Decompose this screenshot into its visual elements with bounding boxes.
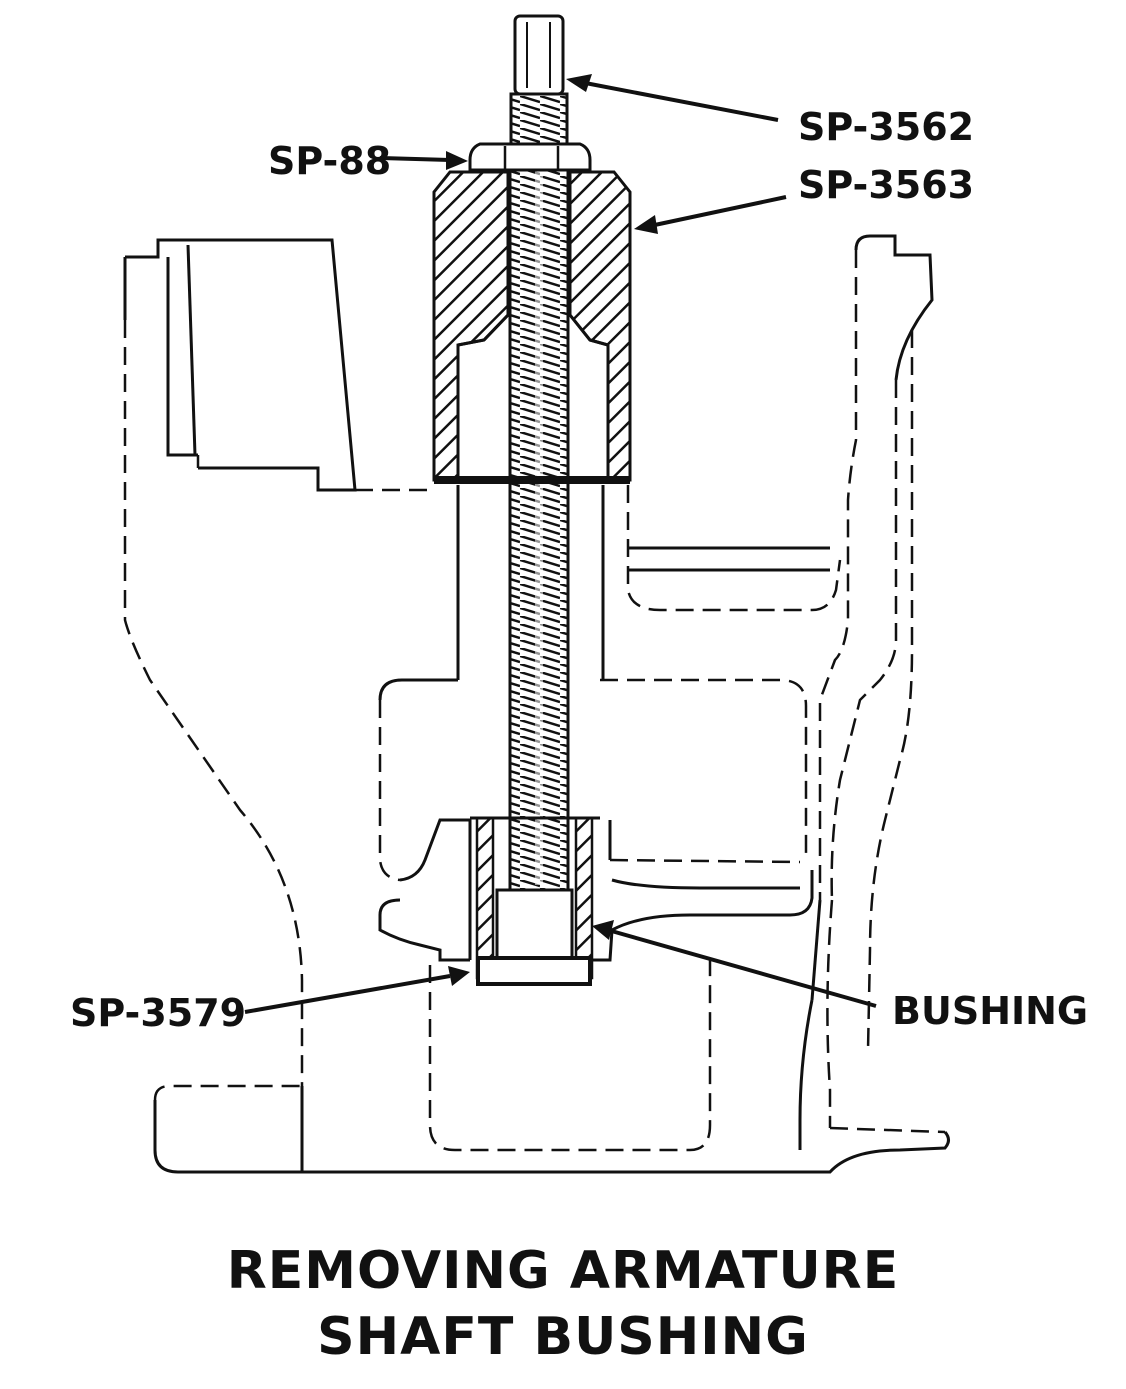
caption-line-1: REMOVING ARMATURE — [226, 1241, 900, 1301]
nut-sp-88 — [468, 142, 592, 172]
bushing — [470, 816, 600, 980]
label-sp-3579: SP-3579 — [70, 991, 246, 1035]
label-sp-88: SP-88 — [268, 139, 391, 183]
sleeve-sp-3563 — [432, 170, 632, 484]
driver-sp-3579 — [476, 888, 592, 986]
label-bushing: BUSHING — [892, 989, 1088, 1033]
screw-sp-3562 — [508, 14, 570, 893]
caption-line-2: SHAFT BUSHING — [317, 1307, 809, 1367]
label-sp-3563: SP-3563 — [798, 163, 974, 207]
label-sp-3562: SP-3562 — [798, 105, 974, 149]
housing — [123, 234, 950, 1174]
leader-arrows — [244, 74, 877, 1014]
